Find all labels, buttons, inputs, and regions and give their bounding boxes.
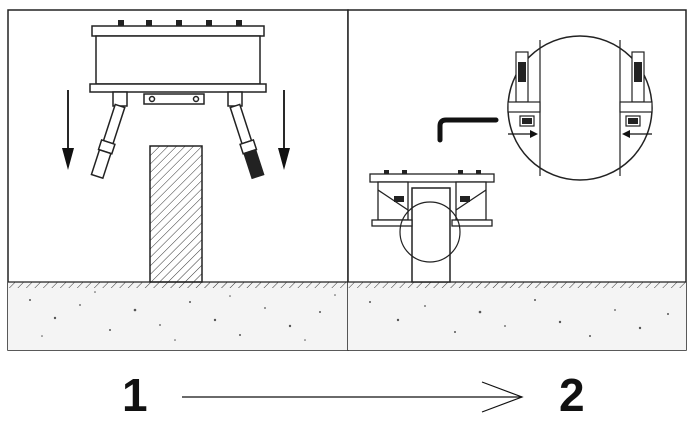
panel-1 xyxy=(7,9,349,351)
tighten-arrow-right xyxy=(622,130,652,138)
housing-1 xyxy=(89,20,267,180)
down-arrow-right xyxy=(278,90,290,170)
detail-marker-circle xyxy=(399,201,461,263)
tighten-arrow-left xyxy=(508,130,538,138)
step-label-1: 1 xyxy=(122,369,148,421)
panel-2 xyxy=(347,9,687,351)
down-arrow-left xyxy=(62,90,74,170)
step-arrow xyxy=(182,381,524,413)
mounted-device xyxy=(369,170,495,227)
step-label-2: 2 xyxy=(559,369,585,421)
pole-1 xyxy=(149,145,203,283)
hex-key-icon xyxy=(437,117,499,143)
ground-2 xyxy=(348,281,686,350)
magnified-detail xyxy=(507,35,653,181)
pole-2 xyxy=(411,187,451,283)
ground-1 xyxy=(8,281,348,350)
